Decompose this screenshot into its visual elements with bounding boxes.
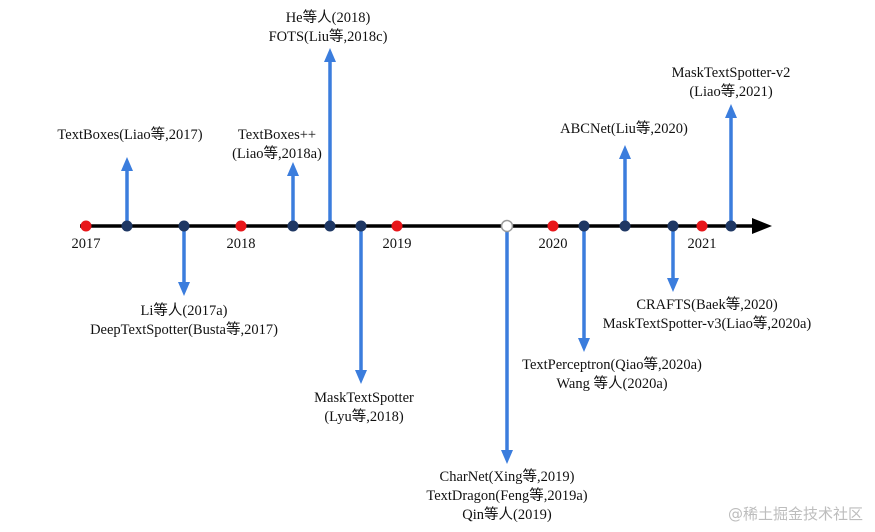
event-dot: [619, 220, 631, 232]
event-label-masktextspotter: MaskTextSpotter(Lyu等,2018): [314, 390, 414, 425]
event-dot-hollow: [500, 219, 514, 233]
year-marker-dot: [80, 220, 92, 232]
event-dot: [667, 220, 679, 232]
event-dot: [725, 220, 737, 232]
event-label-abcnet: ABCNet(Liu等,2020): [560, 121, 688, 137]
event-label-charnet: CharNet(Xing等,2019)TextDragon(Feng等,2019…: [426, 469, 588, 523]
event-arrowhead-masktextspotter-v2: [725, 104, 737, 118]
year-label-2020: 2020: [538, 236, 568, 252]
year-label-2017: 2017: [71, 236, 101, 252]
year-marker-dot: [235, 220, 247, 232]
event-dot: [121, 220, 133, 232]
year-label-2018: 2018: [226, 236, 256, 252]
event-dot: [355, 220, 367, 232]
event-arrowhead-li-deeptextspotter: [178, 282, 190, 296]
year-marker-dot: [696, 220, 708, 232]
event-label-crafts: CRAFTS(Baek等,2020)MaskTextSpotter-v3(Lia…: [602, 297, 812, 332]
year-label-2021: 2021: [687, 236, 717, 252]
event-arrowhead-he-fots: [324, 48, 336, 62]
event-arrowhead-masktextspotter: [355, 370, 367, 384]
year-marker-dot: [391, 220, 403, 232]
event-label-textperceptron: TextPerceptron(Qiao等,2020a)Wang 等人(2020a…: [522, 357, 702, 392]
event-label-masktextspotter-v2: MaskTextSpotter-v2(Liao等,2021): [671, 65, 791, 100]
event-arrowhead-textperceptron: [578, 338, 590, 352]
year-marker-dot: [547, 220, 559, 232]
year-label-2019: 2019: [382, 236, 412, 252]
event-arrowhead-charnet: [501, 450, 513, 464]
event-arrowhead-textboxes-pp: [287, 162, 299, 176]
event-arrowhead-abcnet: [619, 145, 631, 159]
event-dot: [324, 220, 336, 232]
event-dot: [578, 220, 590, 232]
event-label-textboxes-pp: TextBoxes++(Liao等,2018a): [232, 127, 322, 162]
event-label-li-deeptextspotter: Li等人(2017a)DeepTextSpotter(Busta等,2017): [90, 303, 278, 338]
event-arrowhead-textboxes: [121, 157, 133, 171]
event-dot: [178, 220, 190, 232]
event-label-he-fots: He等人(2018)FOTS(Liu等,2018c): [268, 10, 388, 45]
timeline-axis-arrowhead: [752, 218, 772, 234]
event-label-textboxes: TextBoxes(Liao等,2017): [57, 127, 203, 143]
event-dot: [287, 220, 299, 232]
watermark: @稀土掘金技术社区: [727, 505, 863, 523]
event-arrowhead-crafts: [667, 278, 679, 292]
